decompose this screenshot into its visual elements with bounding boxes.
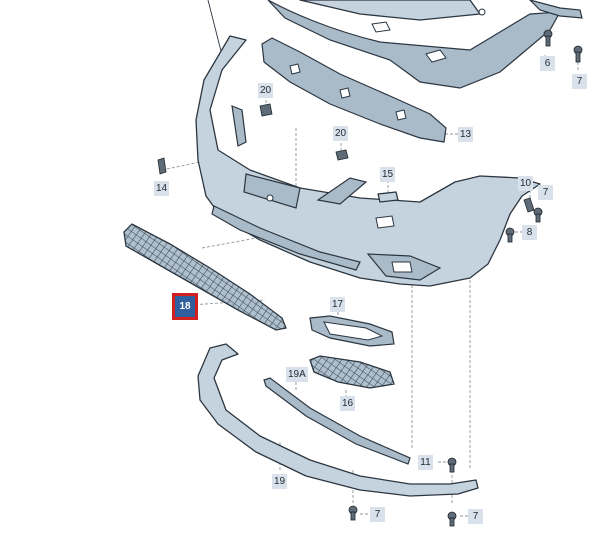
callout-20-upper[interactable]: 20 [258, 83, 274, 98]
bumper-carrier-part [267, 0, 583, 89]
callout-18[interactable]: 18 [172, 293, 198, 320]
callout-20-lower[interactable]: 20 [333, 126, 349, 141]
callout-7-top[interactable]: 7 [572, 74, 587, 89]
callout-14[interactable]: 14 [154, 181, 170, 196]
fastener-parts [348, 29, 583, 527]
callout-16[interactable]: 16 [340, 396, 356, 411]
trim-strip-part [263, 377, 411, 465]
callout-19a[interactable]: 19A [286, 367, 308, 382]
callout-15[interactable]: 15 [380, 167, 396, 182]
clip-parts [157, 103, 399, 203]
callout-7-bottom-right[interactable]: 7 [468, 509, 483, 524]
spoiler-lip-part [197, 343, 479, 497]
callout-19[interactable]: 19 [272, 474, 288, 489]
lower-grille-part [123, 223, 287, 331]
impact-absorber-part [261, 37, 447, 143]
callout-10[interactable]: 10 [518, 176, 534, 191]
side-grille-part [309, 355, 395, 389]
callout-6[interactable]: 6 [540, 56, 555, 71]
fog-lamp-trim-part [309, 315, 395, 347]
callout-8[interactable]: 8 [522, 225, 537, 240]
bumper-cover-part [195, 35, 541, 287]
callout-11[interactable]: 11 [418, 455, 433, 470]
callout-17[interactable]: 17 [330, 297, 346, 312]
callout-13[interactable]: 13 [458, 127, 474, 142]
callout-7-right[interactable]: 7 [538, 185, 553, 200]
callout-7-bottom-left[interactable]: 7 [370, 507, 385, 522]
